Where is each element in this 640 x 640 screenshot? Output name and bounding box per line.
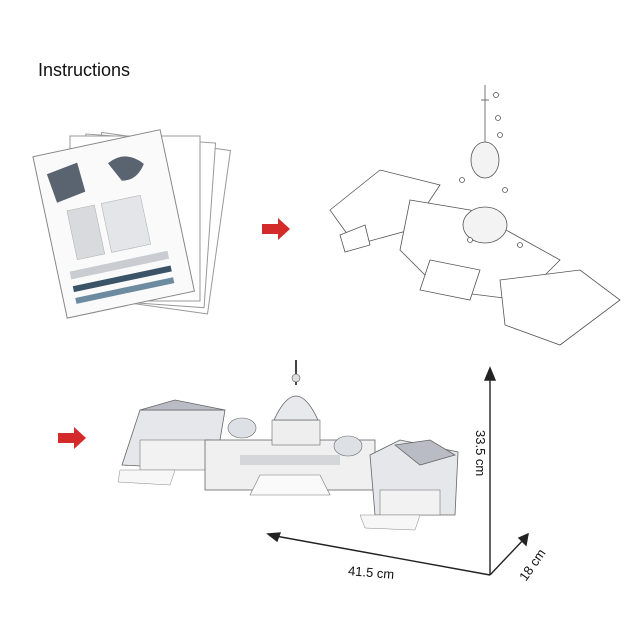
arrow-right-icon	[58, 427, 86, 449]
height-dimension-label: 33.5 cm	[473, 430, 488, 477]
instructions-title: Instructions	[38, 60, 131, 80]
assembled-model	[117, 360, 459, 531]
arrow-right-icon	[262, 218, 290, 240]
exploded-assembly-view	[329, 85, 621, 346]
instruction-sheets	[32, 129, 232, 319]
dimension-lines	[266, 366, 529, 576]
